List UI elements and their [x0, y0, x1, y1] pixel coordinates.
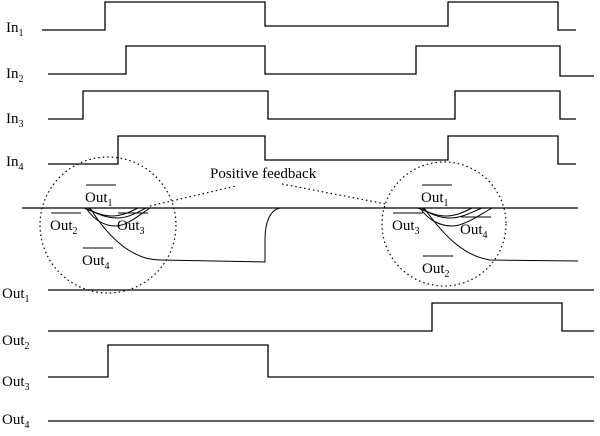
label-in4: In4 [6, 154, 24, 173]
left-label-out2: Out2 [50, 212, 81, 237]
right-curve-out4 [421, 207, 483, 219]
right-label-out1: Out1 [421, 184, 452, 209]
left-label-out3: Out3 [117, 212, 148, 237]
feedback-leader-right [281, 183, 387, 205]
left-curve-out2 [85, 207, 151, 227]
waveform-in4 [48, 135, 576, 165]
svg-text:Out4: Out4 [460, 222, 488, 241]
svg-text:Out3: Out3 [392, 218, 420, 237]
label-in1: In1 [6, 20, 24, 39]
positive-feedback-label: Positive feedback [210, 166, 317, 182]
right-label-out2: Out2 [422, 255, 453, 280]
right-curve-out2 [423, 207, 579, 262]
svg-text:Out2: Out2 [50, 218, 78, 237]
right-label-out3: Out3 [392, 212, 423, 237]
left-label-out4: Out4 [82, 247, 113, 272]
svg-text:Out2: Out2 [422, 261, 450, 280]
waveform-in3 [48, 90, 576, 120]
label-out3: Out3 [2, 374, 30, 393]
svg-text:Out1: Out1 [85, 190, 113, 209]
left-label-out1: Out1 [85, 184, 116, 209]
left-curve-out4 [89, 207, 281, 263]
right-label-out4: Out4 [460, 216, 491, 241]
label-out4: Out4 [2, 412, 30, 431]
left-curve-out3 [87, 207, 147, 219]
right-highlight-circle [381, 161, 507, 287]
svg-text:Out3: Out3 [117, 218, 145, 237]
label-out1: Out1 [2, 286, 30, 305]
right-curve-out3 [419, 207, 493, 227]
svg-text:Out4: Out4 [82, 253, 110, 272]
label-in2: In2 [6, 66, 24, 85]
waveform-in1 [42, 1, 576, 31]
waveform-out3 [48, 344, 594, 378]
label-in3: In3 [6, 111, 24, 130]
svg-text:Out1: Out1 [421, 190, 449, 209]
label-out2: Out2 [2, 333, 30, 352]
waveform-out2 [48, 302, 594, 332]
feedback-leader-left [149, 185, 237, 207]
waveform-in2 [48, 45, 594, 77]
left-highlight-circle [39, 156, 177, 294]
